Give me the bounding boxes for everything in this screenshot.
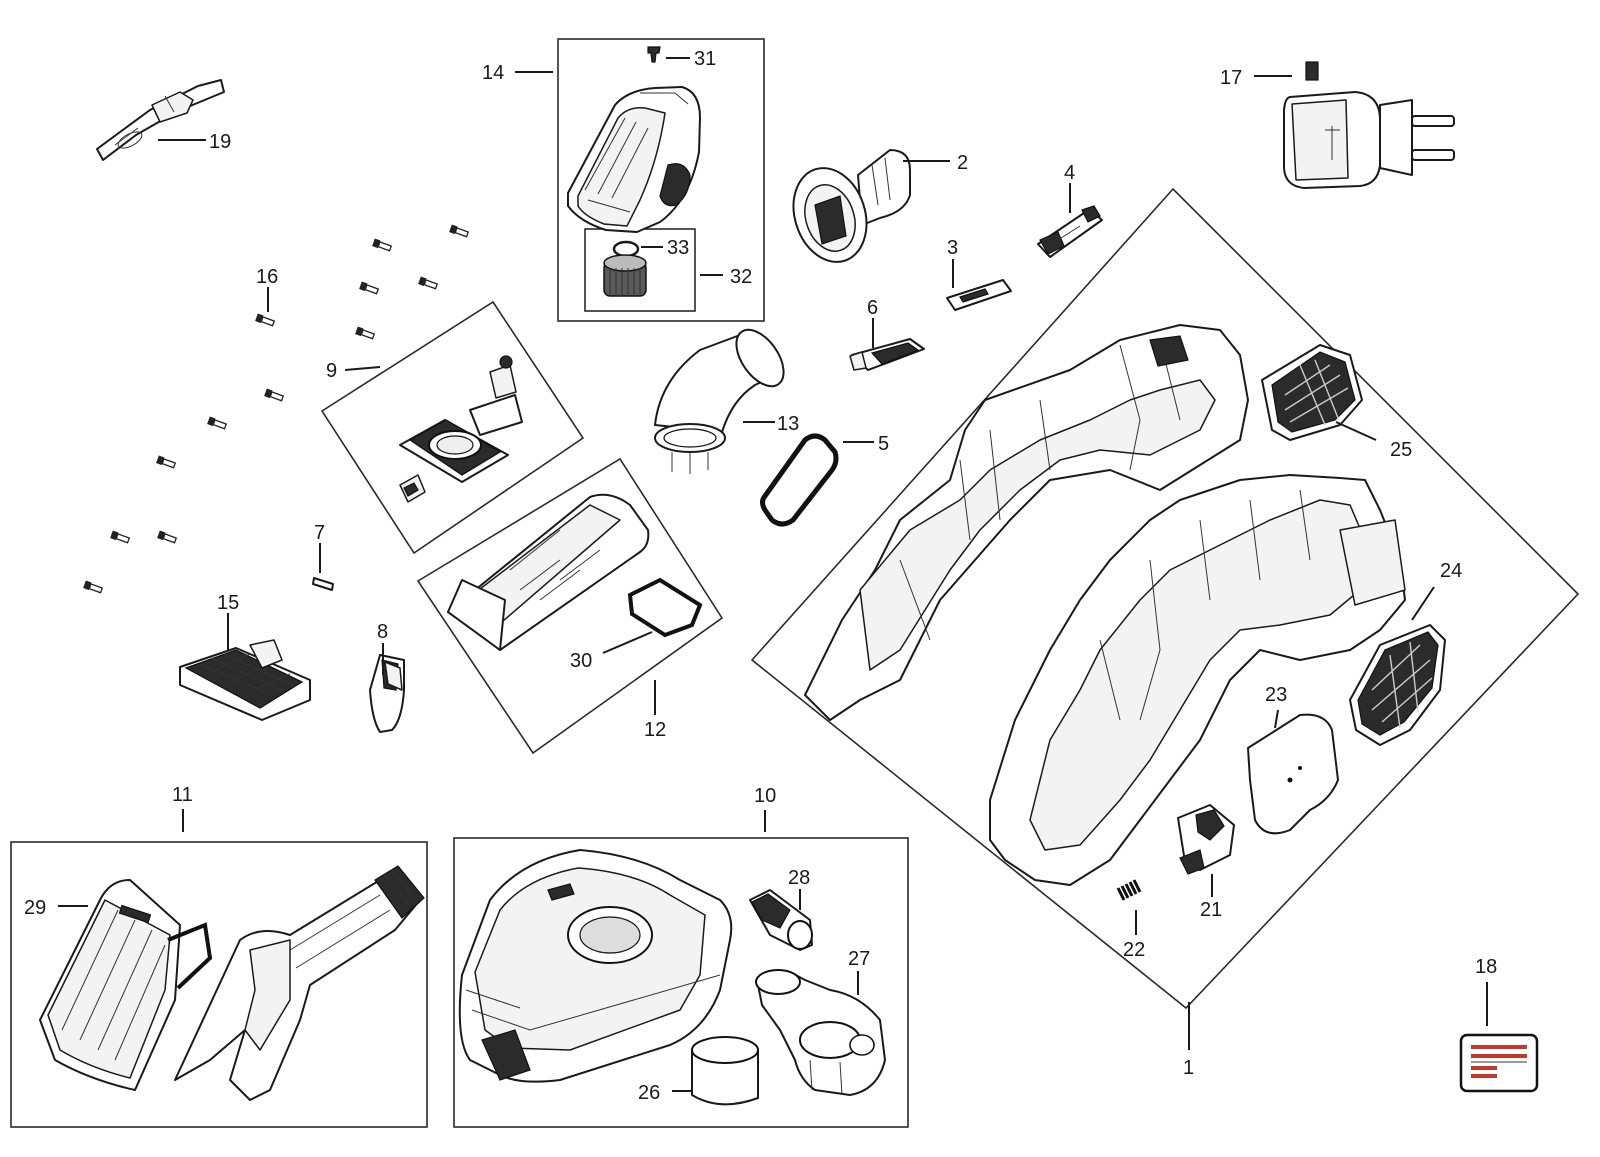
part-33-oring	[612, 240, 640, 258]
part-27-float-cage	[755, 969, 886, 1096]
callout-21: 21	[1200, 899, 1222, 921]
group-box-10	[453, 837, 909, 1128]
part-30-gasket	[627, 577, 703, 638]
part-15-nozzle	[567, 86, 701, 233]
screw-icon	[355, 326, 376, 340]
group-box-12	[416, 457, 724, 755]
callout-8: 8	[377, 621, 388, 643]
screw-icon	[156, 455, 177, 469]
callout-22: 22	[1123, 939, 1145, 961]
part-29-brush-cover	[39, 879, 213, 1091]
callout-15: 14	[482, 62, 504, 84]
callout-28: 28	[788, 867, 810, 889]
part-13-elbow	[654, 328, 785, 474]
callout-4: 4	[1064, 162, 1075, 184]
callout-11: 11	[172, 784, 193, 806]
screw-icon	[372, 238, 393, 252]
part-23-cover-plate	[1247, 713, 1339, 835]
part-17-charger	[1283, 61, 1455, 189]
callout-16: 16	[256, 266, 278, 288]
callout-30: 30	[570, 650, 592, 672]
screw-icon	[418, 276, 439, 290]
callout-6: 6	[867, 297, 878, 319]
screw-icon	[157, 530, 178, 544]
callout-26: 26	[638, 1082, 660, 1104]
callout-18: 18	[1475, 956, 1497, 978]
part-31-screw	[647, 46, 661, 63]
callout-labels: 14 31 33 32 19 2 17 4 3 6 16 9 13 5 7 15…	[24, 48, 1497, 1104]
screw-icon	[449, 224, 470, 238]
part-5-seal	[760, 433, 839, 527]
part-1-housing-left	[804, 324, 1249, 721]
part-11-brush-tool	[174, 865, 425, 1101]
callout-5: 5	[878, 433, 889, 455]
part-9-valve-plate	[399, 355, 523, 503]
part-2-motor	[792, 149, 911, 263]
screw-set-16	[83, 224, 470, 594]
group-box-9	[320, 300, 585, 555]
part-14-grille	[179, 639, 311, 721]
screw-icon	[207, 416, 228, 430]
part-6-button	[849, 338, 925, 371]
callout-31: 31	[694, 48, 716, 70]
screw-icon	[83, 580, 104, 594]
callout-19: 19	[209, 131, 231, 153]
part-12-duct	[447, 493, 650, 651]
part-22-spring	[1116, 879, 1142, 901]
callout-leaders	[58, 57, 1488, 1092]
part-10-tank	[458, 849, 733, 1083]
part-25-vent-grille	[1261, 344, 1363, 441]
callout-29: 29	[24, 897, 46, 919]
part-4-switch	[1037, 205, 1103, 258]
part-28-cap	[749, 889, 813, 951]
callout-32: 32	[730, 266, 752, 288]
callout-17: 17	[1220, 67, 1242, 89]
callout-14: 15	[217, 592, 239, 614]
part-26-filter	[691, 1036, 759, 1106]
part-21-trigger	[1177, 804, 1235, 875]
screw-icon	[359, 281, 380, 295]
part-8-latch	[369, 654, 405, 733]
group-box-15	[557, 38, 765, 322]
callout-10: 10	[754, 785, 776, 807]
callout-7: 7	[314, 522, 325, 544]
callout-2: 2	[957, 152, 968, 174]
screw-icon	[110, 530, 131, 544]
screw-icon	[264, 388, 285, 402]
callout-23: 23	[1265, 684, 1287, 706]
callout-13: 13	[777, 413, 799, 435]
part-18-label	[1459, 1033, 1539, 1093]
part-19-clip	[96, 79, 225, 161]
part-1-housing-right	[989, 474, 1406, 886]
part-7-pin	[312, 577, 334, 591]
callout-3: 3	[947, 237, 958, 259]
part-24-vent-grille	[1349, 624, 1446, 746]
part-32-filter-cap	[603, 254, 647, 297]
callout-24: 24	[1440, 560, 1462, 582]
callout-33: 33	[667, 237, 689, 259]
callout-1: 1	[1183, 1057, 1194, 1079]
callout-27: 27	[848, 948, 870, 970]
screw-icon	[255, 313, 276, 327]
group-box-1	[750, 187, 1580, 1010]
part-3-board	[946, 279, 1012, 311]
callout-9: 9	[326, 360, 337, 382]
callout-12: 12	[644, 719, 666, 741]
callout-25: 25	[1390, 439, 1412, 461]
group-box-11	[10, 841, 428, 1128]
